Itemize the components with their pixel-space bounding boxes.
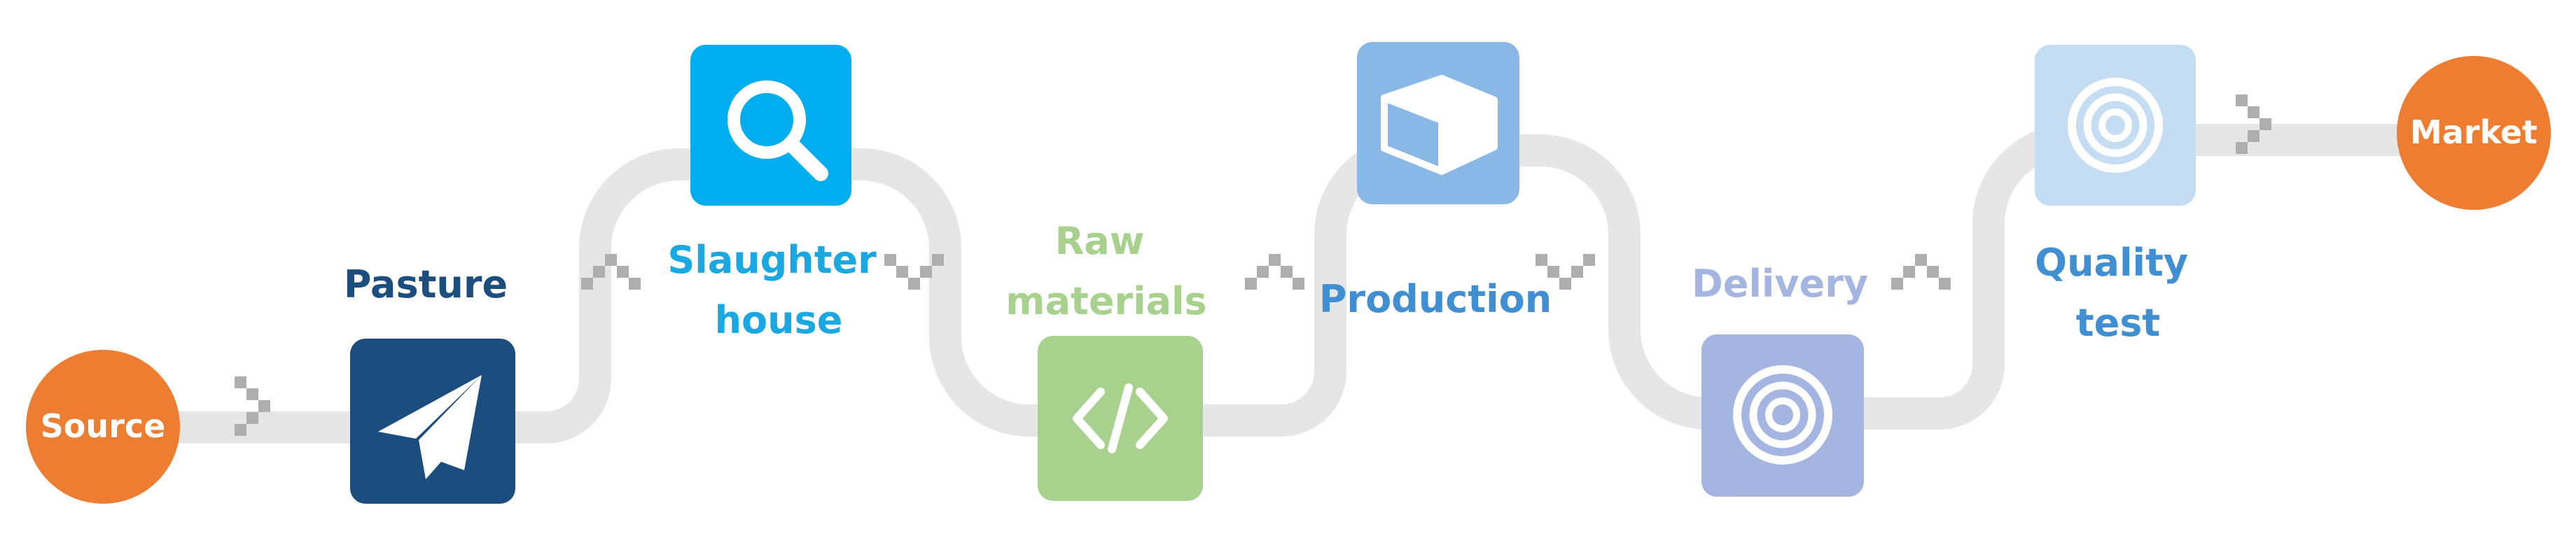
step-raw-materials-label-line-1: Raw [1055, 219, 1145, 263]
start-node-circle [26, 350, 180, 504]
step-pasture-label: Pasture [344, 262, 508, 306]
arrow-pixel [2248, 130, 2260, 142]
step-raw-materials-label-line-2: materials [1005, 279, 1206, 323]
target-icon [1733, 365, 1832, 465]
arrow-pixel [235, 424, 246, 436]
paper-plane-icon [378, 375, 482, 479]
arrow-pixel [1293, 278, 1304, 290]
step-production: Production [1319, 42, 1552, 321]
arrow-pixel [246, 388, 258, 400]
step-quality-test-label-line-1: Quality [2035, 241, 2188, 285]
arrow-pixel [1536, 254, 1547, 266]
end-node-circle [2397, 56, 2551, 210]
arrow-pixel [1559, 278, 1571, 290]
arrow-up-3 [581, 254, 641, 290]
code-brackets-icon [1073, 383, 1168, 453]
arrow-pixel [2248, 106, 2260, 118]
arrow-pixel [932, 254, 944, 266]
end-node-label: Market [2410, 113, 2537, 151]
arrow-pixel [1939, 278, 1951, 290]
arrow-up-7 [1891, 254, 1951, 290]
arrow-pixel [258, 400, 270, 412]
arrow-up-5 [1245, 254, 1304, 290]
step-raw-materials: Raw materials [1005, 219, 1207, 501]
arrow-pixel [1903, 266, 1915, 278]
arrow-pixel [605, 254, 617, 266]
step-production-label-line-1: Production [1319, 277, 1552, 321]
arrow-group [235, 94, 2271, 436]
arrow-pixel [235, 376, 246, 388]
arrow-pixel [908, 278, 920, 290]
arrow-pixel [1547, 266, 1559, 278]
process-track [84, 124, 2472, 444]
arrow-pixel [1891, 278, 1903, 290]
start-node-label: Source [41, 407, 166, 445]
step-slaughter-house-box [690, 45, 851, 206]
step-quality-test-label-line-2: test [2076, 301, 2160, 345]
step-pasture-label-line-1: Pasture [344, 262, 508, 306]
start-node: Source [26, 350, 180, 504]
step-delivery: Delivery [1692, 262, 1868, 497]
arrow-pixel [629, 278, 641, 290]
step-delivery-label: Delivery [1692, 262, 1868, 306]
arrow-pixel [884, 254, 896, 266]
arrow-pixel [2260, 118, 2271, 130]
arrow-pixel [1281, 266, 1293, 278]
arrow-pixel [2236, 94, 2248, 106]
step-delivery-label-line-1: Delivery [1692, 262, 1868, 306]
step-slaughter-house: Slaughter house [667, 45, 889, 342]
target-icon [2068, 78, 2163, 173]
arrow-down-4 [884, 254, 944, 290]
arrow-pixel [896, 266, 908, 278]
arrow-pixel [920, 266, 932, 278]
arrow-pixel [1915, 254, 1927, 266]
arrow-pixel [581, 278, 593, 290]
box-icon [1381, 75, 1498, 175]
arrow-pixel [246, 412, 258, 424]
step-raw-materials-label: Raw materials [1005, 219, 1206, 323]
step-quality-test-box [2035, 45, 2196, 206]
arrow-down-6 [1536, 254, 1595, 290]
arrow-pixel [593, 266, 605, 278]
arrow-right-1 [235, 376, 270, 436]
step-quality-test: Quality test [2035, 45, 2201, 345]
arrow-right-2 [2236, 94, 2271, 154]
arrow-pixel [1927, 266, 1939, 278]
step-slaughter-house-label-line-2: house [715, 298, 843, 342]
arrow-pixel [2236, 142, 2248, 154]
arrow-pixel [1571, 266, 1583, 278]
arrow-pixel [1583, 254, 1595, 266]
end-node: Market [2397, 56, 2551, 210]
step-slaughter-house-label-line-1: Slaughter [667, 238, 877, 282]
arrow-pixel [1269, 254, 1281, 266]
magnifier-icon [727, 80, 828, 181]
step-delivery-box [1701, 334, 1864, 497]
arrow-pixel [617, 266, 629, 278]
step-quality-test-label: Quality test [2035, 241, 2201, 345]
arrow-pixel [1257, 266, 1269, 278]
step-pasture: Pasture [344, 262, 515, 504]
step-production-label: Production [1319, 277, 1552, 321]
arrow-pixel [1245, 278, 1257, 290]
step-slaughter-house-label: Slaughter house [667, 238, 889, 342]
